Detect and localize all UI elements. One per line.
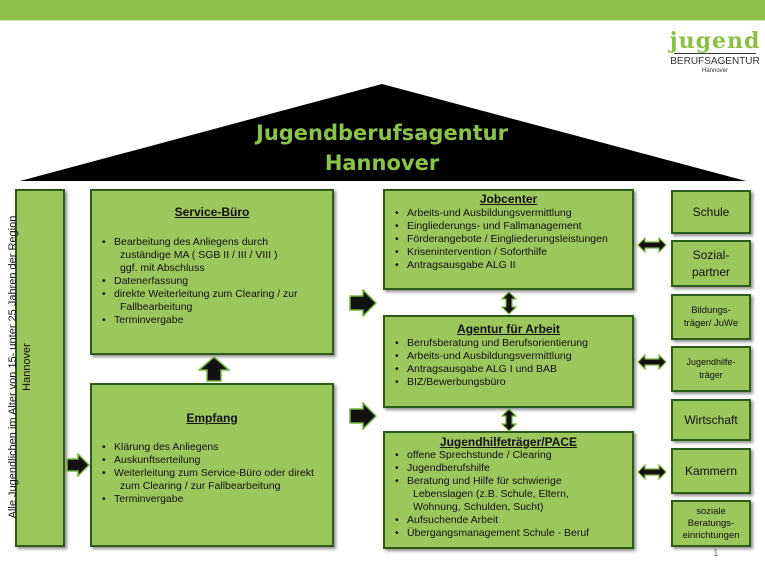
arrow-leftright-icon — [637, 237, 667, 253]
arrow-right-icon — [349, 402, 377, 430]
agentur-box: Agentur für Arbeit Berufsberatung und Be… — [383, 315, 634, 408]
list-item: Aufsuchende Arbeit — [393, 514, 624, 527]
partner-schule-label: Schule — [692, 205, 730, 219]
partner-jugendhilfetraeger: Jugendhilfe- träger — [671, 346, 751, 392]
logo-main-text: jugend — [669, 28, 761, 54]
logo: jugend BERUFSAGENTUR Hannover — [668, 30, 762, 80]
list-item: Terminvergabe — [100, 493, 324, 506]
agentur-list: Berufsberatung und Berufsorientierung Ar… — [393, 337, 624, 389]
partner-bildung-line2: träger/ JuWe — [683, 318, 739, 329]
list-item: Beratung und Hilfe für schwierige — [393, 475, 624, 488]
list-item: Antragsausgabe ALG I und BAB — [393, 363, 624, 376]
arrow-right-icon — [66, 453, 90, 477]
jugendhilfe-list: offene Sprechstunde / Clearing Jugendber… — [393, 449, 624, 540]
list-item: Antragsausgabe ALG II — [393, 259, 624, 272]
roof-title: Jugendberufsagentur Hannover — [200, 118, 564, 178]
arrow-up-icon — [198, 356, 230, 382]
list-item: BIZ/Bewerbungsbüro — [393, 376, 624, 389]
partner-bildung-line1: Bildungs- — [691, 305, 731, 316]
list-item: Arbeits-und Ausbildungsvermittlung — [393, 207, 624, 220]
top-accent-line — [0, 20, 765, 21]
partner-soziale-line3: einrichtungen — [682, 529, 740, 541]
partner-kammern-label: Kammern — [684, 464, 737, 478]
empfang-list: Klärung des Anliegens Auskunftserteilung… — [100, 441, 324, 506]
partner-schule: Schule — [671, 190, 751, 234]
logo-divider — [674, 53, 756, 54]
list-item: Eingliederungs- und Fallmanagement — [393, 220, 624, 233]
target-group-pillar — [15, 189, 65, 547]
service-buero-title: Service-Büro — [174, 205, 250, 219]
partner-soziale-line1: soziale — [696, 505, 726, 517]
arrow-updown-icon — [501, 408, 517, 432]
list-item: offene Sprechstunde / Clearing — [393, 449, 624, 462]
arrow-right-icon — [349, 289, 377, 317]
partner-jhtraeger-line2: träger — [699, 370, 723, 380]
list-item: Klärung des Anliegens — [100, 441, 324, 454]
list-item: Jugendberufshilfe — [393, 462, 624, 475]
roof-title-line1: Jugendberufsagentur — [256, 121, 508, 145]
logo-city-text: Hannover — [701, 68, 728, 74]
list-item: Arbeits-und Ausbildungsvermittlung — [393, 350, 624, 363]
list-item: Auskunftserteilung — [100, 454, 324, 467]
jugendhilfe-title: Jugendhilfeträger/PACE — [439, 435, 578, 449]
list-item: Krisenintervention / Soforthilfe — [393, 246, 624, 259]
page-number: 1 — [713, 548, 719, 559]
arrow-leftright-icon — [637, 354, 667, 370]
target-group-line1: Alle Jugendlichen im Alter von 15- unter… — [7, 215, 19, 519]
arrow-updown-icon — [501, 291, 517, 315]
jobcenter-list: Arbeits-und Ausbildungsvermittlung Eingl… — [393, 207, 624, 272]
jobcenter-title: Jobcenter — [479, 192, 538, 206]
partner-wirtschaft-label: Wirtschaft — [684, 413, 738, 427]
service-buero-list: Bearbeitung des Anliegens durch zuständi… — [100, 236, 324, 327]
list-item: Terminvergabe — [100, 314, 324, 327]
jobcenter-box: Jobcenter Arbeits-und Ausbildungsvermitt… — [383, 189, 634, 290]
jugendhilfe-box: Jugendhilfeträger/PACE offene Sprechstun… — [383, 431, 634, 549]
roof-title-line2: Hannover — [324, 151, 440, 175]
partner-soziale-line2: Beratungs- — [687, 517, 735, 529]
list-item: Weiterleitung zum Service-Büro oder dire… — [100, 467, 324, 480]
list-item: Übergangsmanagement Schule - Beruf — [393, 527, 624, 540]
partner-sozial-line1: Sozial- — [692, 247, 730, 262]
logo-sub-text: BERUFSAGENTUR — [670, 56, 760, 67]
arrow-leftright-icon — [637, 464, 667, 480]
list-item: Bearbeitung des Anliegens durch — [100, 236, 324, 249]
list-item: zuständige MA ( SGB II / III / VIII ) — [120, 249, 278, 261]
list-item: Fallbearbeitung — [120, 301, 193, 313]
target-group-line2: Hannover — [21, 343, 33, 391]
top-accent-bar — [0, 0, 765, 20]
list-item: Wohnung, Schulden, Sucht) — [413, 501, 544, 513]
empfang-title: Empfang — [186, 411, 238, 425]
partner-jhtraeger-line1: Jugendhilfe- — [686, 357, 736, 367]
list-item: Berufsberatung und Berufsorientierung — [393, 337, 624, 350]
list-item: direkte Weiterleitung zum Clearing / zur — [100, 288, 324, 301]
list-item: Lebenslagen (z.B. Schule, Eltern, — [413, 488, 569, 500]
partner-sozial-line2: partner — [691, 264, 731, 279]
partner-soziale-beratung: soziale Beratungs- einrichtungen — [671, 500, 751, 547]
list-item: Datenerfassung — [100, 275, 324, 288]
agentur-title: Agentur für Arbeit — [457, 322, 560, 336]
partner-sozialpartner: Sozial- partner — [671, 240, 751, 287]
partner-wirtschaft: Wirtschaft — [671, 399, 751, 441]
partner-kammern: Kammern — [671, 448, 751, 494]
target-group-text: Alle Jugendlichen im Alter von 15- unter… — [6, 200, 34, 534]
list-item: ggf. mit Abschluss — [120, 262, 205, 274]
list-item: Förderangebote / Eingliederungsleistunge… — [393, 233, 624, 246]
roof-shape — [20, 84, 746, 181]
service-buero-box: Service-Büro Bearbeitung des Anliegens d… — [90, 189, 334, 355]
list-item: zum Clearing / zur Fallbearbeitung — [120, 480, 281, 492]
empfang-box: Empfang Klärung des Anliegens Auskunftse… — [90, 383, 334, 547]
partner-bildungstraeger: Bildungs- träger/ JuWe — [671, 294, 751, 340]
